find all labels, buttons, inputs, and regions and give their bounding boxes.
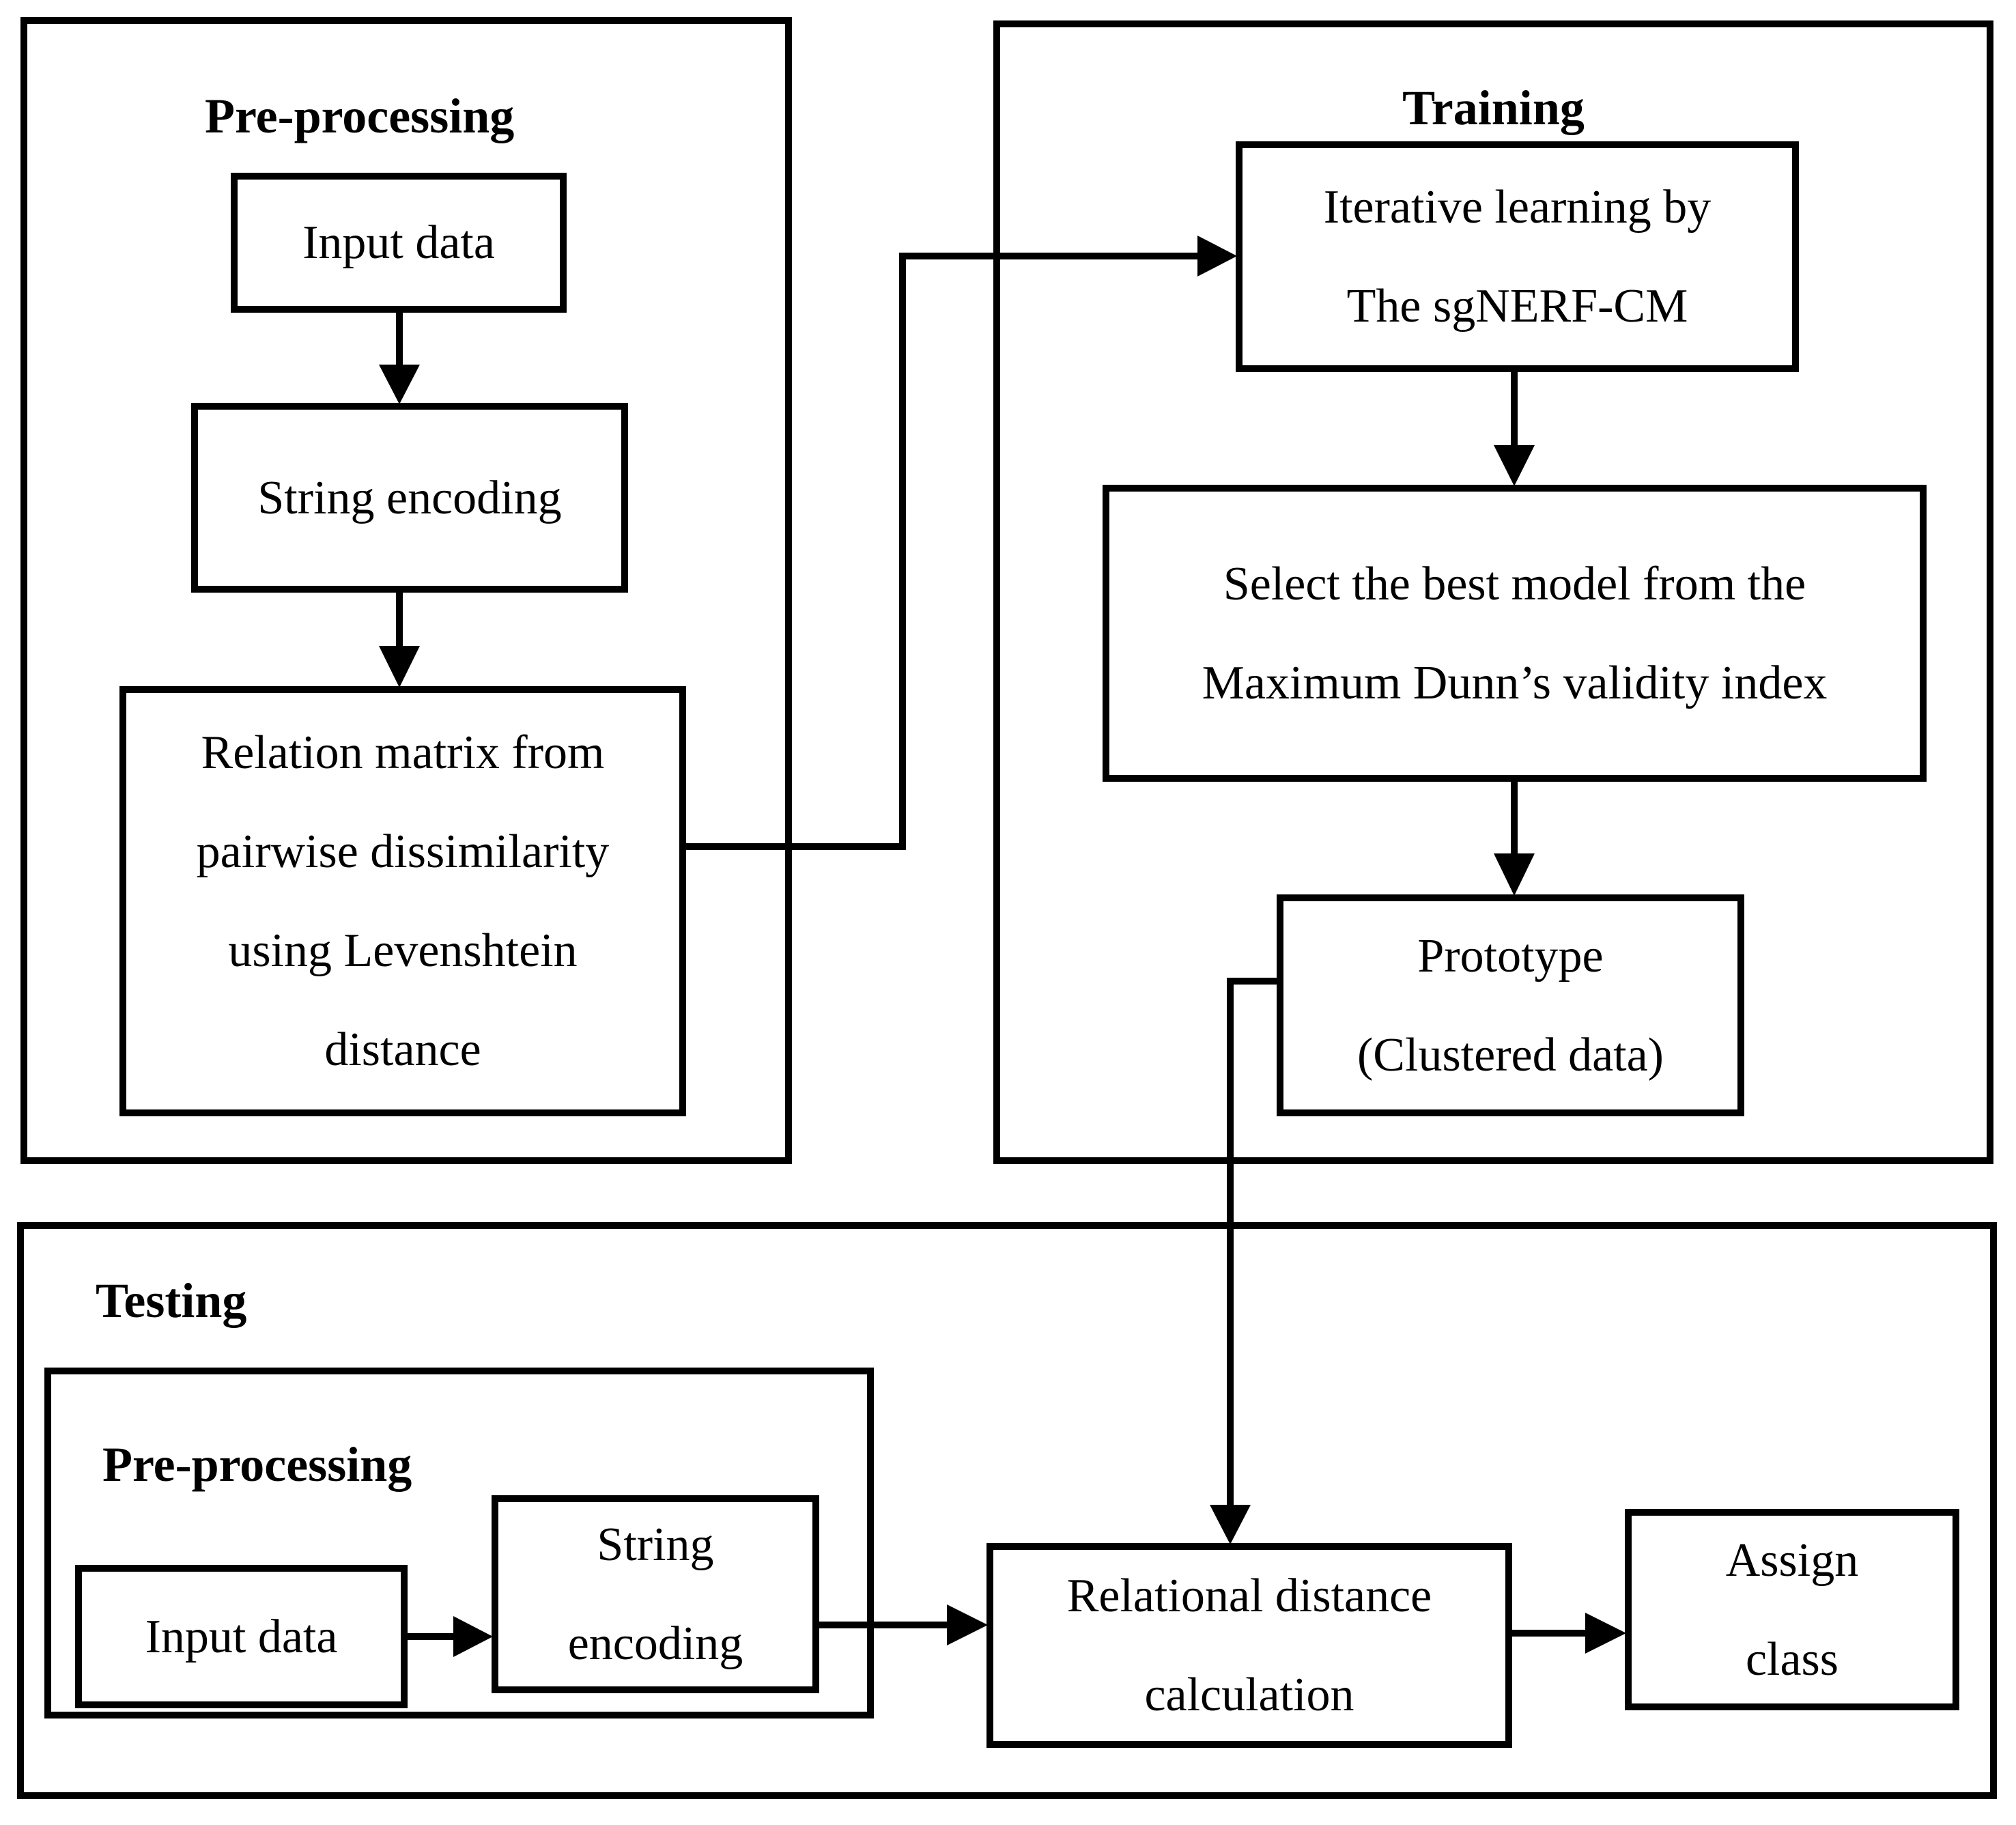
- node-assign-class: Assign class: [1625, 1509, 1959, 1710]
- node-label: Relational distance calculation: [1066, 1570, 1432, 1721]
- node-input-data-testing: Input data: [75, 1565, 408, 1708]
- node-relation-matrix: Relation matrix from pairwise dissimilar…: [119, 686, 686, 1116]
- node-select-best-model: Select the best model from the Maximum D…: [1103, 485, 1927, 782]
- node-label: Input data: [145, 1610, 338, 1663]
- preprocessing-training-title: Pre-processing: [205, 89, 515, 143]
- testing-title: Testing: [96, 1273, 247, 1328]
- node-string-encoding-testing: String encoding: [492, 1495, 819, 1693]
- node-relational-distance: Relational distance calculation: [986, 1543, 1512, 1748]
- node-label: Assign class: [1725, 1533, 1859, 1686]
- node-string-encoding-training: String encoding: [191, 403, 628, 593]
- training-title: Training: [1402, 81, 1585, 135]
- node-iterative-learning: Iterative learning by The sgNERF-CM: [1236, 141, 1799, 372]
- node-label: String encoding: [567, 1518, 743, 1670]
- node-label: Relation matrix from pairwise dissimilar…: [196, 726, 610, 1076]
- node-label: Select the best model from the Maximum D…: [1202, 557, 1828, 709]
- node-label: Input data: [302, 216, 495, 269]
- testing-preprocessing-title: Pre-processing: [102, 1437, 412, 1492]
- node-label: Iterative learning by The sgNERF-CM: [1323, 181, 1712, 333]
- node-prototype: Prototype (Clustered data): [1277, 894, 1744, 1116]
- node-label: String encoding: [257, 471, 562, 524]
- node-input-data-training: Input data: [231, 173, 567, 313]
- section-testing-preprocessing: [44, 1368, 874, 1718]
- section-testing: [17, 1222, 1997, 1799]
- node-label: Prototype (Clustered data): [1357, 929, 1664, 1081]
